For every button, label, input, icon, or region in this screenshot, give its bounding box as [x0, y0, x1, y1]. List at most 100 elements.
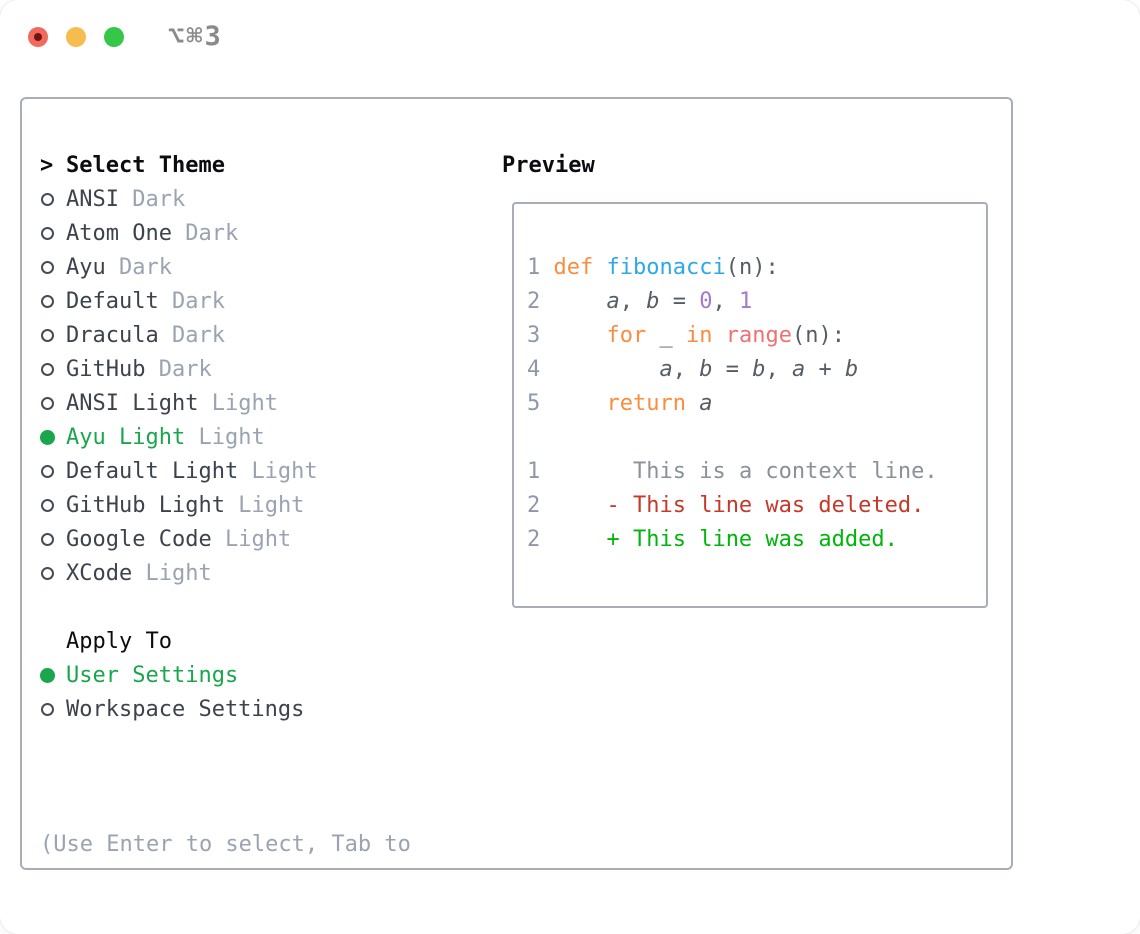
- code-token: - This line was deleted.: [606, 493, 925, 518]
- code-line: 4 a, b = b, a + b: [527, 353, 986, 387]
- minimize-button[interactable]: [66, 27, 86, 47]
- space: [225, 493, 238, 518]
- code-token: =: [712, 357, 753, 382]
- radio-icon: [41, 362, 54, 376]
- code-token: [686, 391, 699, 416]
- code-token: return: [606, 391, 686, 416]
- code-token: b: [699, 357, 713, 382]
- code-token: b: [844, 357, 859, 382]
- code-token: [712, 323, 725, 348]
- close-button[interactable]: [28, 27, 48, 47]
- theme-option[interactable]: Ayu Dark: [40, 250, 411, 284]
- theme-option[interactable]: GitHub Light Light: [40, 488, 411, 522]
- code-token: [554, 527, 607, 552]
- theme-option[interactable]: ANSI Dark: [40, 182, 411, 216]
- window-title: ⌥⌘3: [168, 21, 223, 52]
- selection-cursor-icon: >: [40, 152, 54, 178]
- space: [119, 187, 132, 212]
- theme-variant: Light: [198, 424, 265, 450]
- code-token: [554, 323, 607, 348]
- line-number: 1: [527, 255, 554, 280]
- theme-name: XCode: [66, 560, 133, 586]
- theme-name: Atom One: [66, 220, 172, 246]
- theme-variant: Light: [145, 560, 212, 586]
- theme-name: GitHub: [66, 356, 146, 382]
- radio-icon: [41, 464, 54, 478]
- apply-to-header-row: Apply To: [40, 624, 411, 658]
- spacer: [40, 726, 411, 760]
- code-token: b: [646, 289, 660, 314]
- theme-variant: Dark: [158, 356, 212, 382]
- code-token: 0: [699, 289, 713, 314]
- code-token: b: [752, 357, 766, 382]
- theme-variant: Dark: [119, 254, 172, 280]
- radio-selected-icon: [40, 429, 55, 445]
- theme-variant: Light: [238, 492, 305, 518]
- code-line: 3 for _ in range(n):: [527, 319, 986, 353]
- space: [145, 357, 158, 382]
- theme-option[interactable]: Default Light Light: [40, 454, 411, 488]
- code-line: 2 - This line was deleted.: [527, 489, 986, 523]
- apply-option[interactable]: User Settings: [40, 658, 411, 692]
- code-line: [527, 421, 986, 455]
- theme-option[interactable]: Dracula Dark: [40, 318, 411, 352]
- preview-label: Preview: [502, 152, 595, 178]
- apply-option-label: Workspace Settings: [66, 696, 305, 722]
- code-line: 1 def fibonacci(n):: [527, 251, 986, 285]
- theme-variant: Dark: [185, 220, 239, 246]
- theme-variant: Dark: [171, 322, 225, 348]
- code-token: This is a context line.: [632, 459, 938, 484]
- code-token: [593, 255, 606, 280]
- line-number: 1: [527, 459, 554, 484]
- apply-option[interactable]: Workspace Settings: [40, 692, 411, 726]
- line-number: 2: [527, 527, 554, 552]
- space: [198, 391, 211, 416]
- code-token: a: [606, 289, 620, 314]
- code-line: 2 a, b = 0, 1: [527, 285, 986, 319]
- code-token: for: [606, 323, 647, 348]
- space: [212, 527, 225, 552]
- theme-option[interactable]: Google Code Light: [40, 522, 411, 556]
- select-theme-header: Select Theme: [66, 152, 225, 178]
- theme-variant: Light: [224, 526, 292, 552]
- code-token: [554, 289, 607, 314]
- radio-icon: [41, 396, 54, 410]
- code-token: ,: [619, 289, 647, 314]
- line-number: 2: [527, 493, 554, 518]
- theme-option[interactable]: XCode Light: [40, 556, 411, 590]
- theme-option[interactable]: Atom One Dark: [40, 216, 411, 250]
- code-token: fibonacci: [606, 255, 726, 280]
- radio-icon: [41, 328, 54, 342]
- code-token: in: [685, 323, 713, 348]
- code-token: [554, 391, 607, 416]
- theme-name: ANSI: [66, 186, 119, 212]
- space: [185, 425, 198, 450]
- theme-name: Ayu Light: [66, 424, 186, 450]
- code-token: +: [805, 357, 845, 382]
- help-text: (Use Enter to select, Tab to change focu…: [40, 760, 411, 934]
- space: [159, 289, 172, 314]
- code-token: a: [699, 391, 713, 416]
- theme-name: Default: [66, 288, 159, 314]
- code-token: =: [659, 289, 700, 314]
- theme-name: Google Code: [66, 526, 212, 552]
- space: [238, 459, 251, 484]
- radio-icon: [41, 566, 54, 580]
- radio-icon: [41, 498, 54, 512]
- code-token: [554, 493, 607, 518]
- theme-option[interactable]: ANSI Light Light: [40, 386, 411, 420]
- theme-variant: Dark: [171, 288, 225, 314]
- theme-option[interactable]: Default Dark: [40, 284, 411, 318]
- apply-to-header: Apply To: [66, 628, 172, 654]
- theme-option[interactable]: Ayu Light Light: [40, 420, 411, 454]
- theme-option[interactable]: GitHub Dark: [40, 352, 411, 386]
- theme-name: Default Light: [66, 458, 239, 484]
- space: [172, 221, 185, 246]
- select-theme-header-row: > Select Theme: [40, 148, 411, 182]
- zoom-button[interactable]: [104, 27, 124, 47]
- radio-icon: [41, 226, 54, 240]
